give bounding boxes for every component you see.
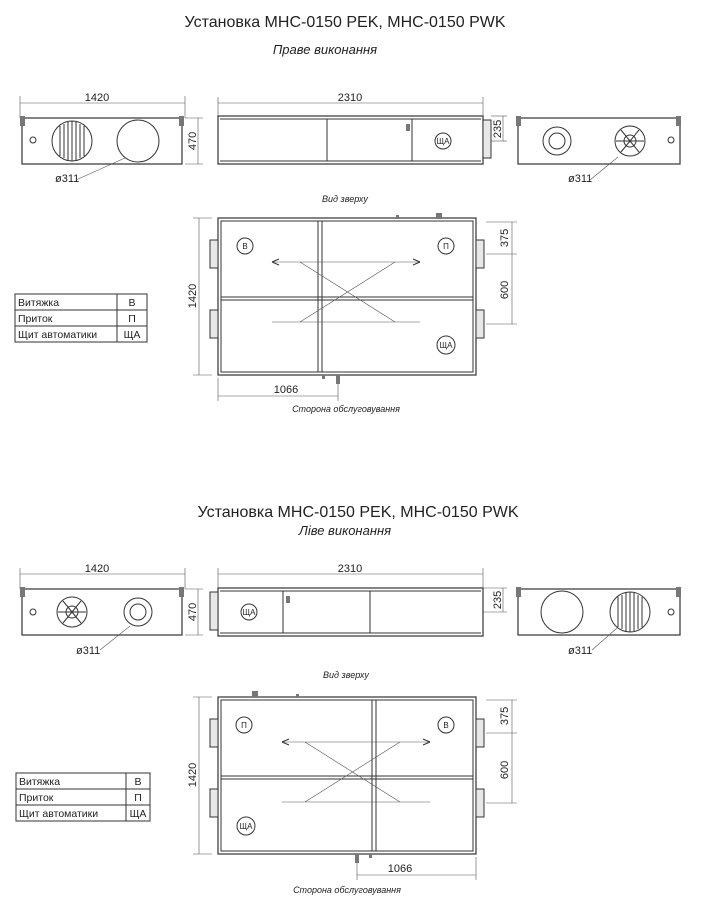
legend-code: В [134, 776, 141, 788]
dimension-1066: 1066 [274, 384, 298, 396]
service-side-caption: Сторона обслуговування [292, 404, 400, 414]
front-view: 2310 ЩА 235 [217, 92, 507, 165]
dimension-height: 470 [187, 603, 199, 621]
drawing-subtitle: Праве виконання [273, 42, 377, 57]
dimension-height: 470 [187, 132, 199, 150]
fan-grille-icon [51, 120, 93, 162]
drawing-left-hand: Установка МНС-0150 PEK, МНС-0150 PWK Лів… [15, 504, 681, 895]
front-view: 2310 ЩА 235 [209, 563, 507, 637]
legend-code: ЩА [124, 329, 141, 341]
dimension-width: 1420 [85, 563, 109, 575]
legend-label: Витяжка [18, 297, 59, 309]
legend-label: Приток [18, 313, 53, 325]
plan-view: Вид зверху В П ЩА [187, 194, 517, 414]
legend-label: Витяжка [19, 776, 60, 788]
dimension-600: 600 [499, 281, 511, 299]
dimension-diameter: ø311 [55, 173, 79, 185]
dimension-width: 1420 [85, 92, 109, 104]
dimension-diameter: ø311 [76, 645, 100, 657]
dimension-length: 2310 [338, 563, 362, 575]
dimension-depth: 1420 [187, 763, 199, 787]
dimension-diameter: ø311 [568, 645, 592, 657]
mark-control-panel: ЩА [440, 341, 454, 350]
mark-supply: П [241, 721, 247, 730]
legend-label: Приток [19, 792, 54, 804]
side-view-left: 1420 ø311 470 [19, 563, 203, 657]
round-port-icon [542, 126, 572, 156]
airflow-arrows [271, 258, 421, 323]
fan-impeller-icon [56, 596, 88, 628]
legend-label: Щит автоматики [18, 329, 97, 341]
panel-label: ЩА [243, 608, 257, 617]
dimension-600: 600 [499, 761, 511, 779]
top-view-caption: Вид зверху [322, 194, 368, 204]
dimension-375: 375 [499, 707, 511, 725]
fan-impeller-icon [614, 125, 646, 157]
dimension-375: 375 [499, 229, 511, 247]
round-port-icon [123, 597, 153, 627]
dimension-depth: 1420 [187, 284, 199, 308]
drawing-title: Установка МНС-0150 PEK, МНС-0150 PWK [197, 504, 518, 521]
duct-opening [540, 590, 584, 634]
mark-control-panel: ЩА [240, 822, 254, 831]
legend-table: Витяжка В Приток П Щит автоматики ЩА [14, 293, 148, 343]
drawing-right-hand: Установка МНС-0150 PEK, МНС-0150 PWK Пра… [14, 14, 681, 414]
legend-code: П [128, 313, 136, 325]
side-view-left: 1420 ø311 470 [19, 92, 203, 185]
plan-view: Вид зверху П В ЩА [187, 670, 517, 895]
panel-label: ЩА [437, 137, 451, 146]
top-view-caption: Вид зверху [323, 670, 369, 680]
mark-supply: П [443, 242, 449, 251]
duct-opening [116, 119, 160, 163]
airflow-arrows [281, 738, 431, 803]
legend-code: В [128, 297, 135, 309]
mark-exhaust: В [242, 242, 247, 251]
legend-label: Щит автоматики [19, 808, 98, 820]
dimension-offset: 235 [492, 120, 504, 138]
legend-table: Витяжка В Приток П Щит автоматики ЩА [15, 772, 151, 822]
drawing-title: Установка МНС-0150 PEK, МНС-0150 PWK [184, 14, 505, 31]
drawing-subtitle: Ліве виконання [298, 523, 391, 538]
dimension-1066: 1066 [388, 863, 412, 875]
legend-code: П [134, 792, 142, 804]
side-view-right: ø311 [516, 116, 681, 185]
dimension-length: 2310 [338, 92, 362, 104]
side-view-right: ø311 [516, 587, 681, 657]
dimension-offset: 235 [492, 591, 504, 609]
mark-exhaust: В [443, 721, 448, 730]
service-side-caption: Сторона обслуговування [293, 885, 401, 895]
dimension-diameter: ø311 [568, 173, 592, 185]
fan-grille-icon [609, 591, 651, 633]
legend-code: ЩА [130, 808, 147, 820]
